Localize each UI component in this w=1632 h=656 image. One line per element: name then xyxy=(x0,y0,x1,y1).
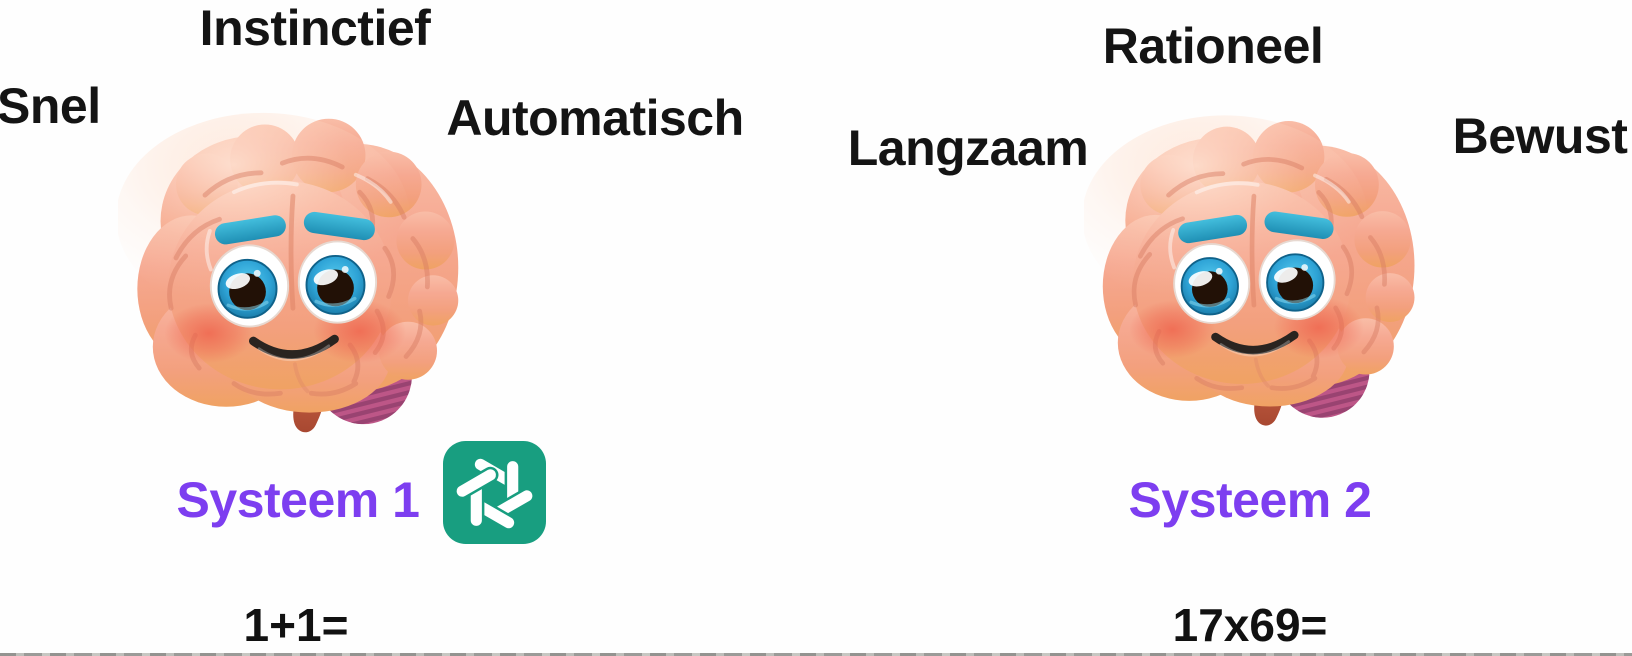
system2-right-label: Bewust xyxy=(1452,108,1628,164)
system2-title: Systeem 2 xyxy=(1128,472,1372,528)
system1-brain-illustration xyxy=(118,103,466,436)
system2-left-label: Langzaam xyxy=(847,120,1089,176)
system1-title: Systeem 1 xyxy=(176,472,420,528)
bottom-edge-artifact xyxy=(0,653,1632,656)
system2-top-label: Rationeel xyxy=(1102,18,1324,74)
system1-right-label: Automatisch xyxy=(446,90,744,146)
system2-brain-illustration xyxy=(1084,106,1422,429)
system1-top-label: Instinctief xyxy=(199,0,431,56)
system1-equation: 1+1= xyxy=(243,599,349,651)
system2-equation: 17x69= xyxy=(1172,599,1328,651)
openai-logo-icon xyxy=(443,441,546,544)
system1-left-label: Snel xyxy=(0,78,101,134)
